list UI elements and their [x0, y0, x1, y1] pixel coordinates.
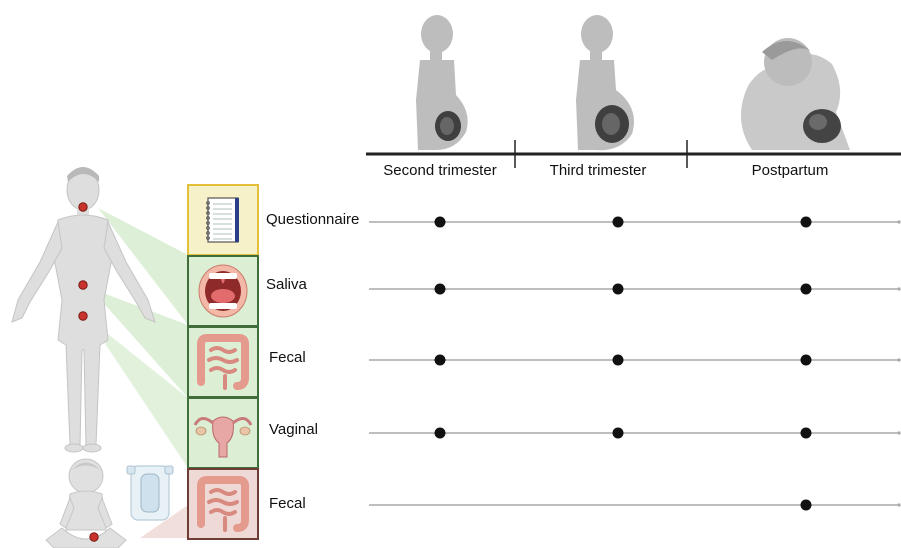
sample-label-saliva: Saliva [266, 276, 307, 293]
collection-dot [801, 217, 812, 228]
sample-site-vagina-marker [79, 312, 87, 320]
notebook-icon [207, 198, 239, 242]
sample-rows [369, 217, 901, 511]
sample-site-mouth-marker [79, 203, 87, 211]
diaper-icon [127, 466, 173, 520]
pregnant-woman-second-trimester-icon [416, 15, 468, 150]
phase-label-third-trimester: Third trimester [550, 162, 647, 179]
collection-dot [435, 428, 446, 439]
phase-label-second-trimester: Second trimester [383, 162, 496, 179]
row-line-end [897, 287, 900, 290]
collection-dot [435, 217, 446, 228]
sample-site-gut-marker [79, 281, 87, 289]
collection-dot [801, 355, 812, 366]
collection-dot [801, 500, 812, 511]
collection-dot [801, 284, 812, 295]
sample-label-questionnaire: Questionnaire [266, 211, 359, 228]
collection-dot [613, 284, 624, 295]
sample-label-infant-fecal: Fecal [269, 495, 306, 512]
collection-dot [801, 428, 812, 439]
mouth-icon [199, 265, 247, 317]
infant-figure [46, 459, 126, 548]
row-line-end [897, 358, 900, 361]
sample-boxes [188, 185, 258, 539]
collection-dot [435, 284, 446, 295]
breastfeeding-mother-icon [741, 38, 850, 150]
collection-dot [613, 217, 624, 228]
row-line-end [897, 431, 900, 434]
row-line-end [897, 503, 900, 506]
phase-label-postpartum: Postpartum [752, 162, 829, 179]
pregnant-woman-third-trimester-icon [576, 15, 634, 150]
sample-label-vaginal: Vaginal [269, 421, 318, 438]
row-line-end [897, 220, 900, 223]
collection-dot [613, 355, 624, 366]
sample-site-infant-marker [90, 533, 98, 541]
sample-label-maternal-fecal: Fecal [269, 349, 306, 366]
collection-dot [613, 428, 624, 439]
collection-dot [435, 355, 446, 366]
